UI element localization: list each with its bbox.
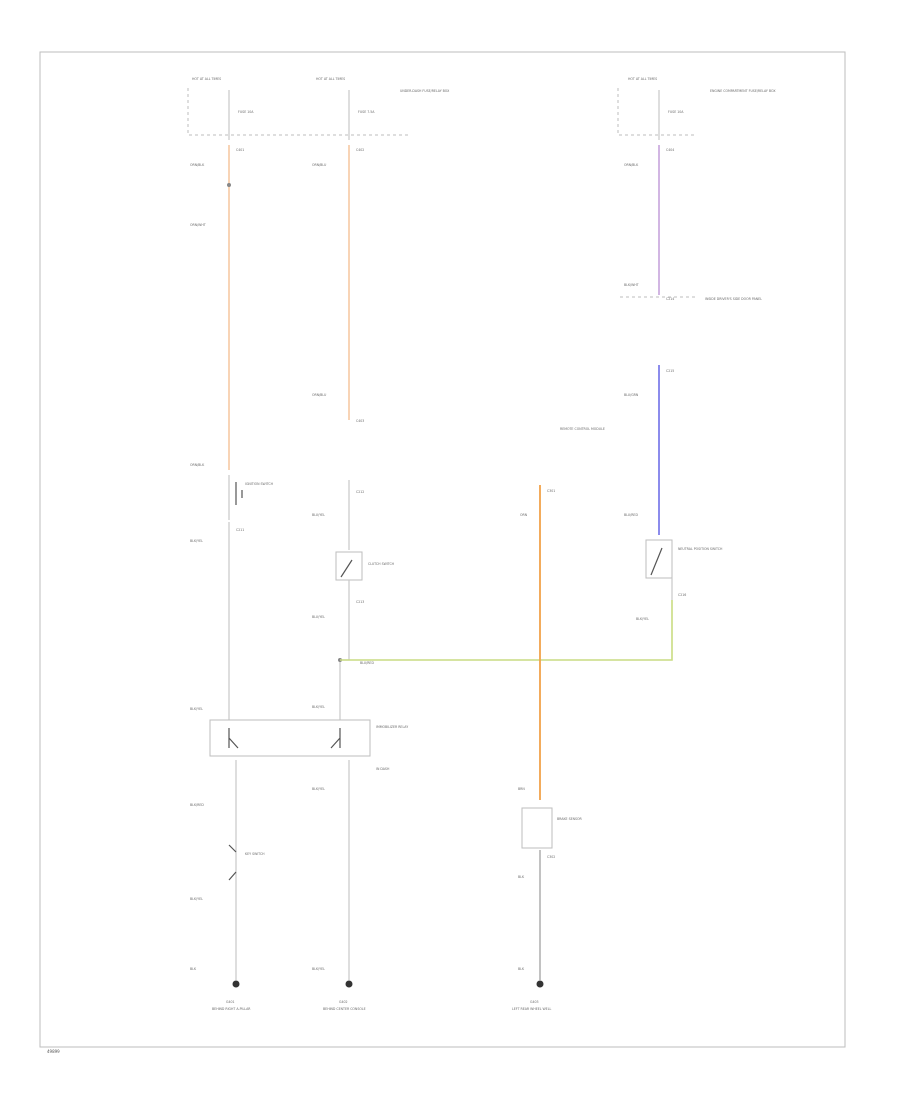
- conn-c4: C404: [666, 148, 674, 152]
- conn-c6: C212: [356, 490, 364, 494]
- ground-g2-code: G402: [339, 1000, 348, 1004]
- key-switch-label: KEY SWITCH: [245, 852, 265, 856]
- conn-c12: C302: [547, 855, 555, 859]
- hot-label-c: HOT AT ALL TIMES: [628, 77, 657, 81]
- ground-g2-desc: BEHIND CENTER CONSOLE: [323, 1007, 366, 1011]
- ground-g3-code: G403: [530, 1000, 539, 1004]
- ground-g3-desc: LEFT REAR WHEEL WELL: [512, 1007, 551, 1011]
- fuse-label-c: FUSE 10A: [668, 110, 684, 114]
- conn-c5: C211: [236, 528, 244, 532]
- ground-g1-code: G401: [226, 1000, 235, 1004]
- fuse-label-b: FUSE 7.5A: [358, 110, 375, 114]
- wire-w20: BLK/YEL: [190, 897, 203, 901]
- diagram-frame: [39, 51, 846, 1048]
- conn-c7: C213: [356, 600, 364, 604]
- ground-g1-symbol: [232, 980, 240, 988]
- wire-w5: ORN/BLK: [624, 163, 639, 167]
- conn-c8: C214: [666, 297, 674, 301]
- hot-label-b: HOT AT ALL TIMES: [316, 77, 345, 81]
- wire-w24: BLK: [190, 967, 197, 971]
- splice-a: [227, 183, 231, 187]
- neutral-switch-box: [645, 539, 673, 579]
- wire-w17: BLK/YEL: [312, 705, 325, 709]
- clutch-switch-label: CLUTCH SWITCH: [368, 562, 395, 566]
- wire-w25: BLK: [518, 967, 525, 971]
- conn-c11: C301: [547, 489, 555, 493]
- conn-c1: C401: [236, 148, 244, 152]
- wire-w16: BLK/YEL: [190, 707, 203, 711]
- ignition-switch-label: IGNITION SWITCH: [245, 482, 274, 486]
- wire-b-gray: [339, 580, 350, 720]
- wire-w11: ORN: [520, 513, 528, 517]
- wire-w21: BLK/YEL: [312, 967, 325, 971]
- hot-label-a: HOT AT ALL TIMES: [192, 77, 221, 81]
- wire-w10: BLU/GRN: [624, 393, 639, 397]
- relay-module-sub: IN DASH: [376, 767, 390, 771]
- conn-c3: C403: [356, 419, 364, 423]
- clutch-switch-contact: [340, 559, 353, 578]
- wire-w4: ORN/BLU: [312, 163, 327, 167]
- remote-note: REMOTE CONTROL MODULE: [560, 427, 605, 431]
- wire-w2: ORN/WHT: [190, 223, 206, 227]
- wire-w22: BRN: [518, 787, 525, 791]
- wire-w6: ORN/BLU: [312, 393, 327, 397]
- conn-c10: C216: [678, 593, 686, 597]
- key-switch-contacts: [228, 844, 237, 881]
- wire-w14: BLU/YEL: [312, 615, 325, 619]
- neutral-switch-label: NEUTRAL POSITION SWITCH: [678, 547, 723, 551]
- conn-c2: C402: [356, 148, 364, 152]
- fuse-label-a: FUSE 10A: [238, 110, 254, 114]
- relay-contact-b: [330, 728, 341, 749]
- brake-sensor-label: BRAKE SENSOR: [557, 817, 583, 821]
- wire-w7: BLK/YEL: [190, 539, 203, 543]
- brake-sensor-box: [521, 807, 553, 849]
- ground-g2-symbol: [345, 980, 353, 988]
- wire-yellow-green: [340, 600, 673, 661]
- wire-w15: BLU/RED: [360, 661, 374, 665]
- neutral-switch-contact: [650, 547, 663, 576]
- ground-g1-desc: BEHIND RIGHT A-PILLAR: [212, 1007, 251, 1011]
- ignition-switch-contacts: [235, 482, 243, 505]
- wire-w9: BLK/WHT: [624, 283, 639, 287]
- wire-w1: ORN/BLK: [190, 163, 205, 167]
- junction-note: INSIDE DRIVER'S SIDE DOOR PANEL: [705, 297, 762, 301]
- clutch-switch-box: [335, 551, 363, 581]
- wire-w19: BLK/YEL: [312, 787, 325, 791]
- wire-w8: BLU/YEL: [312, 513, 325, 517]
- wire-w3: ORN/BLK: [190, 463, 205, 467]
- right-box-note: ENGINE COMPARTMENT FUSE/RELAY BOX: [710, 89, 776, 93]
- conn-c9: C215: [666, 369, 674, 373]
- fuse-box-note: UNDER-DASH FUSE/RELAY BOX: [400, 89, 450, 93]
- ground-g3-symbol: [536, 980, 544, 988]
- footer-code: 49899: [47, 1049, 60, 1054]
- relay-contact-a: [228, 728, 239, 749]
- relay-module-box: [209, 719, 371, 757]
- relay-module-label: IMMOBILIZER RELAY: [376, 725, 408, 729]
- wire-w12: BLU/RED: [624, 513, 638, 517]
- wire-w23: BLK: [518, 875, 525, 879]
- wire-w18: BLK/RED: [190, 803, 204, 807]
- fuse-box-left-outline: [187, 88, 410, 136]
- wire-w13: BLK/YEL: [636, 617, 649, 621]
- fuse-box-right-outline: [617, 88, 695, 136]
